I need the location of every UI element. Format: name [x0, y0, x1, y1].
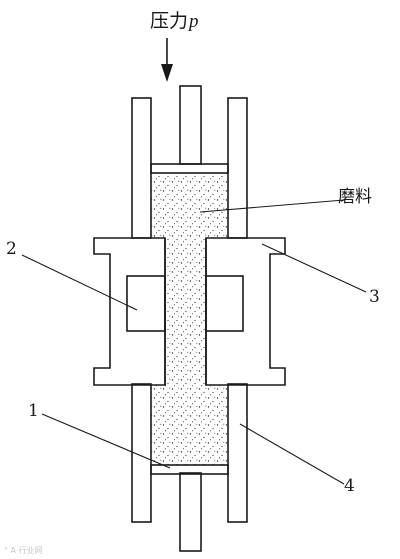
pressure-indicator: 压力p	[150, 10, 199, 82]
upper-piston-head	[150, 163, 229, 174]
part-number-1: 1	[28, 401, 39, 421]
callout-2: 2	[6, 239, 138, 311]
leader-line-1	[41, 413, 171, 469]
abrasive-passage	[165, 238, 206, 385]
pressure-label-symbol: p	[187, 11, 199, 32]
fixture-left	[93, 237, 166, 386]
abrasive-leader-line	[199, 199, 345, 213]
leader-line-3	[261, 243, 367, 293]
callout-1: 1	[28, 401, 171, 469]
lower-piston-rod	[179, 472, 202, 552]
workpiece-right	[205, 275, 244, 332]
abrasive-lower	[151, 385, 228, 465]
callout-4: 4	[239, 423, 355, 496]
upper-piston-rod	[179, 85, 202, 165]
workpiece-left	[126, 275, 166, 332]
part-number-3: 3	[369, 287, 380, 307]
fixture-right	[205, 237, 286, 386]
pressure-arrow-head	[161, 64, 173, 82]
lower-piston-head	[150, 464, 229, 475]
abrasive-callout: 磨料	[199, 187, 372, 213]
part-number-2: 2	[6, 239, 17, 259]
callout-3: 3	[261, 243, 380, 307]
pressure-label: 压力p	[150, 10, 199, 32]
leader-line-4	[239, 423, 345, 485]
part-number-4: 4	[344, 476, 355, 496]
upper-cylinder-wall-right	[227, 97, 248, 239]
abrasive-upper	[151, 173, 228, 238]
pressure-label-cn: 压力	[150, 10, 188, 32]
abrasive-label: 磨料	[338, 187, 372, 207]
lower-cylinder-wall-right	[227, 383, 248, 523]
upper-cylinder-wall-left	[131, 97, 152, 239]
watermark: ° A·行业网	[4, 545, 43, 555]
leader-line-2	[21, 254, 138, 311]
